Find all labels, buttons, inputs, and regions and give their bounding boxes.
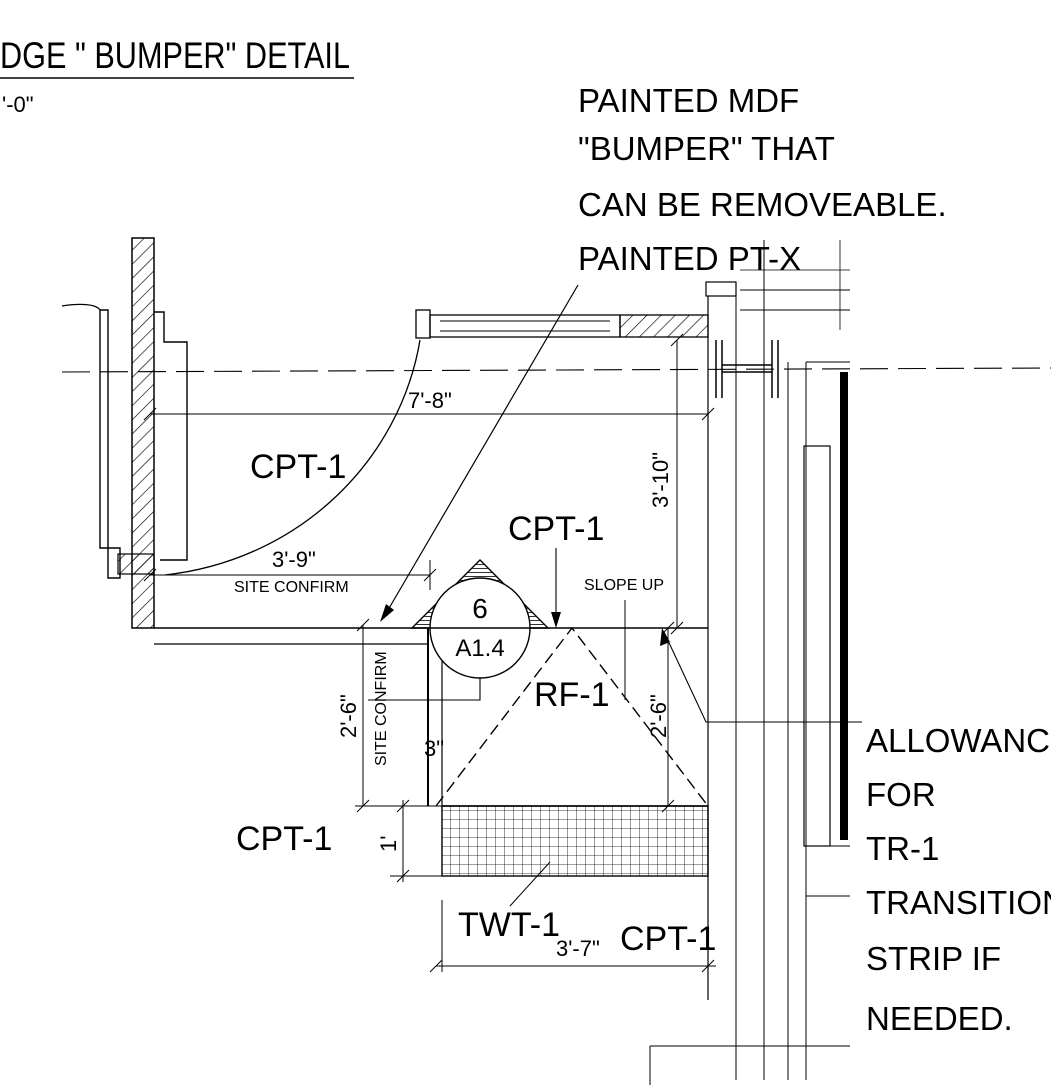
tag-cpt-bottom: CPT-1	[620, 920, 716, 958]
tile-area	[441, 805, 709, 877]
window-frame	[429, 314, 621, 338]
allowance-line-3: TR-1	[866, 830, 939, 867]
column-cap	[705, 281, 737, 297]
drawing-scale: '-0"	[2, 92, 34, 117]
tag-twt: TWT-1	[458, 906, 560, 944]
dim-depth-right-label: 2'-6"	[646, 694, 671, 738]
dim-gap-label: 3"	[424, 736, 444, 761]
dim-depth-left-label: 2'-6"	[336, 694, 361, 738]
drawing-title: DGE " BUMPER" DETAIL	[0, 35, 350, 76]
wall-right-panel	[803, 445, 831, 847]
allowance-line-2: FOR	[866, 776, 936, 813]
wall-left	[131, 237, 155, 629]
dim-bottom-width	[429, 876, 716, 973]
dim-site-confirm-vertical: SITE CONFIRM	[373, 651, 390, 766]
section-marker-leader	[368, 678, 481, 701]
wall-left-bottom	[117, 553, 155, 575]
rf-triangle	[435, 626, 709, 807]
dim-width-top	[143, 407, 715, 421]
bumper-note-line-1: PAINTED MDF	[578, 82, 799, 119]
door-leaf	[415, 309, 431, 339]
dim-site-width-label: 3'-9"	[272, 547, 316, 572]
allowance-line-5: STRIP IF	[866, 940, 1001, 977]
slope-label: SLOPE UP	[584, 577, 664, 594]
door-frame-left	[154, 311, 188, 561]
allowance-line-6: NEEDED.	[866, 1000, 1013, 1037]
dim-height-right-label: 3'-10"	[648, 452, 673, 508]
allowance-line-1: ALLOWANCE	[866, 722, 1051, 759]
dim-width-top-label: 7'-8"	[408, 388, 452, 413]
door-swing-arc	[164, 339, 421, 576]
bumper-note: PAINTED MDF "BUMPER" THAT CAN BE REMOVEA…	[578, 82, 947, 277]
cpt-center-arrow	[551, 612, 561, 628]
center-line	[61, 367, 1051, 373]
dim-tile-depth-label: 1'	[376, 836, 401, 852]
bumper-note-line-2: "BUMPER" THAT	[578, 130, 835, 167]
wall-right-frame	[840, 372, 848, 840]
bumper-note-line-4: PAINTED PT-X	[578, 240, 801, 277]
dim-tile-depth	[390, 799, 442, 883]
dim-bottom-width-label: 3'-7"	[556, 936, 600, 961]
dim-height-right	[670, 333, 684, 635]
allowance-note: ALLOWANCE FOR TR-1 TRANSITION STRIP IF N…	[866, 722, 1051, 1037]
door-jamb-left	[99, 309, 121, 579]
section-marker-number: 6	[472, 593, 488, 624]
tag-cpt-main: CPT-1	[250, 448, 346, 486]
tag-cpt-left: CPT-1	[236, 820, 332, 858]
dim-site-confirm-label: SITE CONFIRM	[234, 579, 349, 596]
tag-cpt-center: CPT-1	[508, 510, 604, 548]
allowance-leader	[663, 631, 862, 723]
bumper-leader	[387, 284, 579, 611]
allowance-line-4: TRANSITION	[866, 884, 1051, 921]
twt-leader	[509, 861, 551, 907]
dim-depth-left	[355, 618, 428, 813]
bumper-leader-arrow	[380, 604, 394, 622]
dim-site-width	[143, 560, 437, 590]
bumper-note-line-3: CAN BE REMOVEABLE.	[578, 186, 947, 223]
tag-rf: RF-1	[534, 676, 610, 714]
steel-beam	[715, 340, 779, 398]
section-marker-sheet: A1.4	[455, 635, 504, 662]
wall-top-hatch	[619, 314, 709, 338]
allowance-arrow	[660, 628, 670, 646]
door-jamb-stroke	[61, 303, 101, 311]
